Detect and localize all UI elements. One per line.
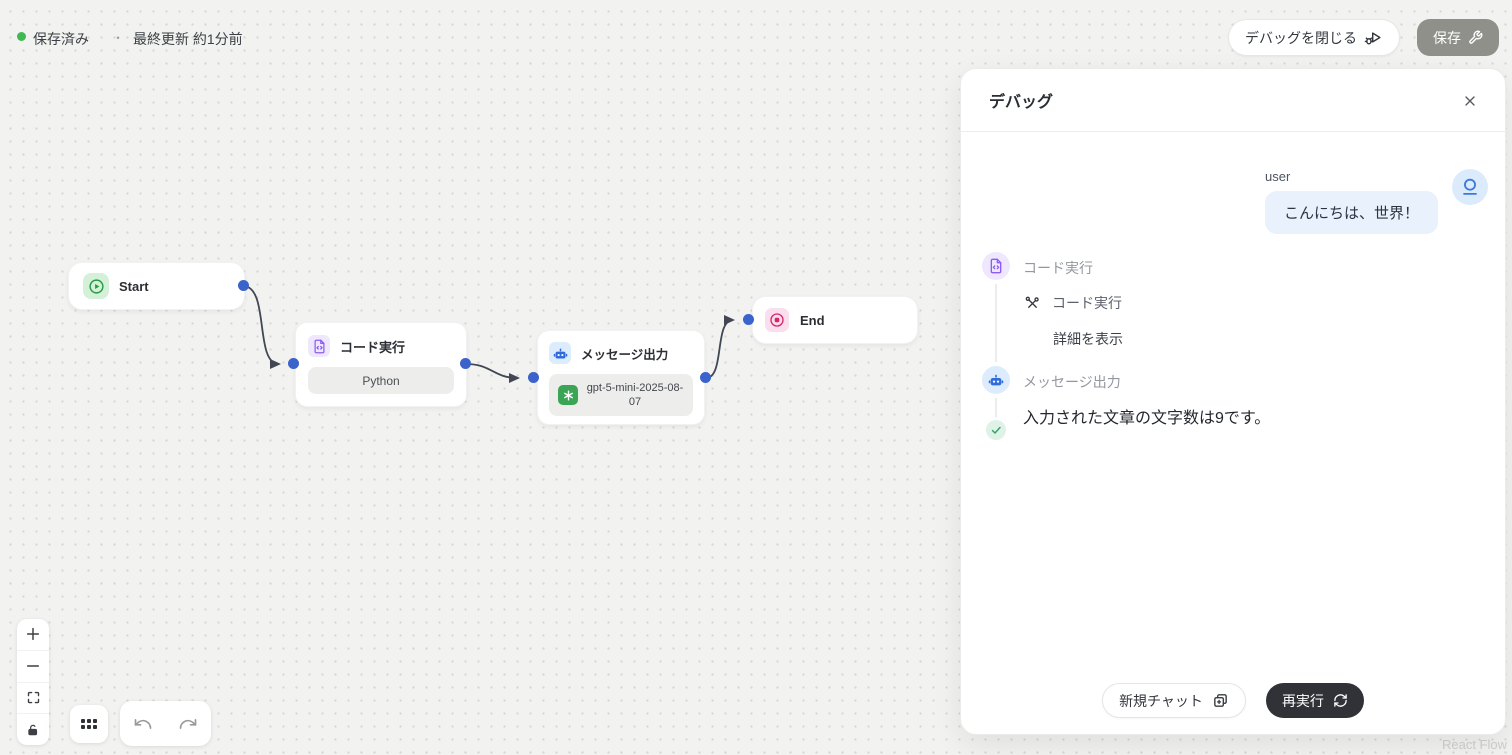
debug-panel-header: デバッグ (961, 69, 1505, 132)
zoom-out-button[interactable] (17, 649, 49, 682)
rerun-label: 再実行 (1281, 692, 1324, 709)
canvas-controls (17, 619, 49, 745)
tools-icon (1025, 296, 1040, 311)
copy-plus-icon (1212, 692, 1229, 709)
node-title: End (800, 312, 825, 328)
message-output-text: 入力された文章の文字数は9です。 (1023, 410, 1271, 427)
show-details-link[interactable]: 詳細を表示 (1053, 331, 1123, 347)
separator-dot: ・ (112, 31, 125, 45)
redo-button[interactable] (166, 701, 212, 746)
file-code-icon (982, 252, 1010, 280)
rerun-button[interactable]: 再実行 (1265, 683, 1364, 718)
handle-code-in[interactable] (288, 358, 299, 369)
handle-start-out[interactable] (238, 280, 249, 291)
user-role-label: user (1264, 169, 1291, 184)
edge-code-message (465, 363, 520, 383)
node-code-execution[interactable]: コード実行 Python (295, 322, 467, 407)
timeline-connector (995, 284, 997, 362)
tool-call-row[interactable]: コード実行 (1025, 293, 1122, 313)
undo-button[interactable] (120, 701, 166, 746)
close-icon[interactable] (1459, 90, 1481, 112)
check-icon (986, 420, 1006, 440)
refresh-icon (1333, 693, 1348, 708)
user-message-row: user こんにちは、世界！ (1264, 169, 1488, 234)
model-name: gpt-5-mini-2025-08-07 (586, 381, 684, 408)
new-chat-button[interactable]: 新規チャット (1102, 683, 1246, 718)
debug-panel-footer: 新規チャット 再実行 (961, 683, 1505, 718)
last-updated: 最終更新 約1分前 (133, 31, 243, 47)
node-end[interactable]: End (752, 296, 918, 344)
edge-start-code (242, 285, 281, 369)
react-flow-attribution[interactable]: React Flow (1441, 737, 1507, 752)
status-dot (17, 32, 26, 41)
debug-panel-title: デバッグ (989, 94, 1054, 111)
edge-message-end (705, 315, 735, 379)
save-status: 保存済み (33, 31, 89, 47)
save-button[interactable]: 保存 (1417, 19, 1499, 56)
robot-icon (982, 366, 1010, 394)
model-badge: gpt-5-mini-2025-08-07 (549, 374, 693, 416)
play-circle-icon (83, 273, 109, 299)
node-message-output[interactable]: メッセージ出力 gpt-5-mini-2025-08-07 (537, 330, 705, 425)
fit-view-button[interactable] (17, 681, 49, 714)
zoom-in-button[interactable] (17, 619, 49, 650)
handle-end-in[interactable] (743, 314, 754, 325)
handle-message-out[interactable] (700, 372, 711, 383)
lock-button[interactable] (17, 713, 49, 745)
debug-play-icon (1364, 28, 1383, 47)
debug-panel: デバッグ user こんにちは、世界！ コード実行 (960, 68, 1506, 735)
user-avatar-icon (1452, 169, 1488, 205)
robot-icon (549, 342, 571, 364)
tool-call-label: コード実行 (1052, 295, 1122, 311)
save-label: 保存 (1433, 29, 1461, 46)
history-controls (120, 701, 211, 746)
timeline-connector (995, 398, 997, 417)
node-title: メッセージ出力 (581, 347, 669, 362)
openai-icon (558, 385, 578, 405)
file-code-icon (308, 335, 330, 357)
handle-code-out[interactable] (460, 358, 471, 369)
user-message-bubble: こんにちは、世界！ (1264, 191, 1438, 234)
close-debug-button[interactable]: デバッグを閉じる (1228, 19, 1400, 56)
language-badge: Python (308, 367, 454, 394)
node-start[interactable]: Start (68, 262, 245, 310)
wrench-icon (1468, 30, 1483, 45)
node-title: Start (119, 278, 149, 294)
node-title: コード実行 (340, 339, 406, 355)
step-code-label: コード実行 (1023, 260, 1093, 276)
handle-message-in[interactable] (528, 372, 539, 383)
step-message-label: メッセージ出力 (1023, 374, 1121, 390)
stop-circle-icon (765, 308, 789, 332)
grid-icon (81, 719, 97, 729)
close-debug-label: デバッグを閉じる (1245, 29, 1357, 46)
organize-nodes-button[interactable] (70, 705, 108, 743)
new-chat-label: 新規チャット (1119, 692, 1203, 709)
